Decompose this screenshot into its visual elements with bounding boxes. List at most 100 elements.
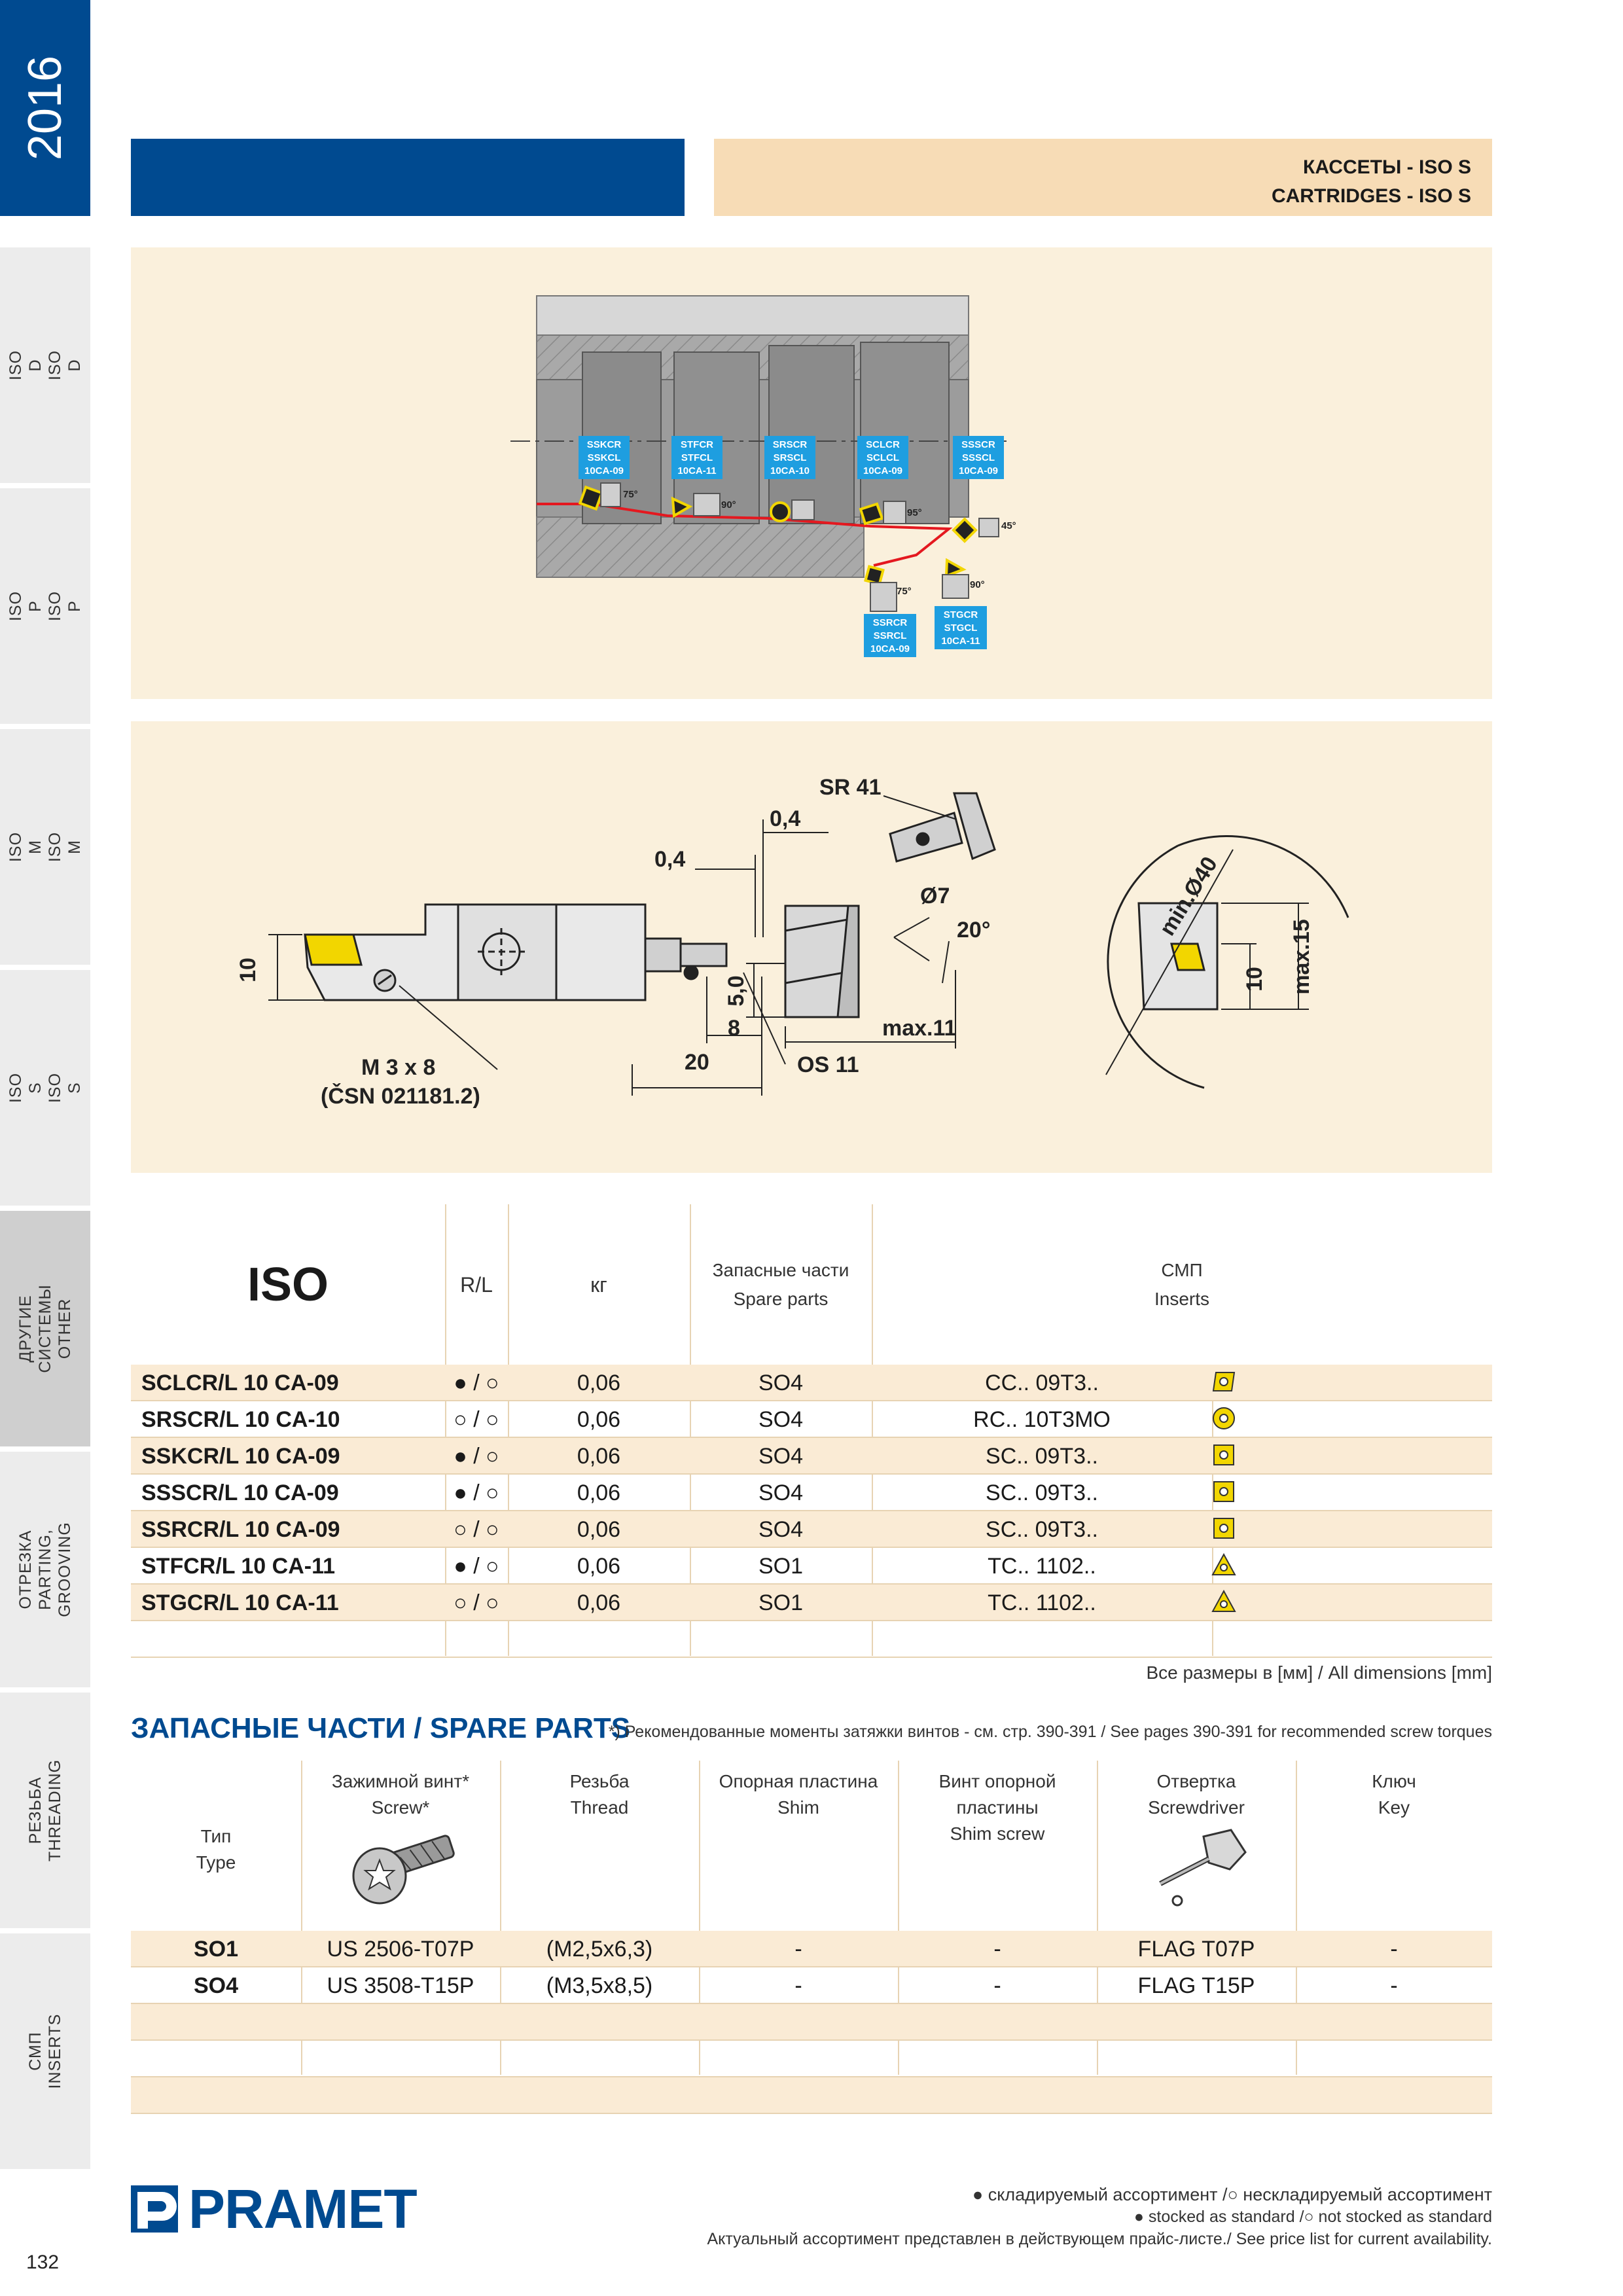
boring-bar-drawing: SSKCR SSKCL 10CA-09 STFCR STFCL 10CA-11 … (510, 295, 1016, 657)
dim-h10b: 10 (1242, 967, 1267, 992)
cell-rl: ● / ○ (454, 1371, 499, 1395)
cell-insert: SC.. 09T3.. (986, 1480, 1098, 1505)
side-tab-iso-p[interactable]: ISO P ISO P (0, 488, 90, 724)
header-title-box: КАССЕТЫ - ISO S CARTRIDGES - ISO S (714, 139, 1492, 216)
page-title-en: CARTRIDGES - ISO S (1271, 185, 1471, 207)
spare-cell-shim: - (794, 1973, 802, 1998)
angle-label: 95° (907, 507, 922, 518)
sp-col-shim-screw-ru: Винт опорной пластины (938, 1771, 1056, 1818)
sp-col-thread-en: Thread (570, 1797, 629, 1818)
cell-spare-parts: SO4 (758, 1517, 804, 1542)
sp-col-screw-ru: Зажимной винт* (331, 1771, 470, 1791)
cart-label-line: SSSCR (961, 439, 995, 450)
spare-cell-key: - (1390, 1973, 1398, 1998)
spare-cell-driver: FLAG T07P (1137, 1937, 1255, 1962)
angle-label: 75° (623, 489, 638, 500)
spare-row-empty (131, 2004, 1492, 2041)
cell-insert: TC.. 1102.. (988, 1590, 1096, 1615)
logo-wordmark: PRAMET (188, 2178, 418, 2240)
header-blue-bar (131, 139, 685, 216)
sp-col-key-ru: Ключ (1372, 1771, 1416, 1791)
cart-label-line: SSKCR (587, 439, 622, 450)
dim-screw: M 3 x 8 (361, 1055, 435, 1080)
col-header-inserts-ru: СМП (1161, 1259, 1203, 1280)
side-navigation: 2016 ISO D ISO D ISO P ISO P ISO M ISO M… (0, 0, 90, 2296)
col-header-spare-ru: Запасные части (712, 1259, 849, 1280)
year-label: 2016 (19, 55, 71, 161)
screw-icon (352, 1835, 455, 1905)
dim-sr: SR 41 (819, 775, 882, 800)
angle-label: 90° (721, 499, 736, 511)
spare-cell-thread: (M2,5x6,3) (546, 1937, 653, 1962)
spare-cell-screw: US 3508-T15P (327, 1973, 474, 1998)
cart-label-line: SSKCL (588, 452, 621, 463)
cell-spare-parts: SO4 (758, 1407, 804, 1432)
cell-insert: CC.. 09T3.. (985, 1371, 1099, 1395)
sp-col-shim-screw-en: Shim screw (950, 1823, 1045, 1844)
dimensions-note: Все размеры в [мм] / All dimensions [mm] (1146, 1662, 1492, 1683)
cell-spare-parts: SO4 (758, 1444, 804, 1469)
sp-col-thread-ru: Резьба (569, 1771, 630, 1791)
side-tab-parting-grooving[interactable]: ОТРЕЗКА PARTING, GROOVING (0, 1452, 90, 1687)
cell-insert: RC.. 10T3MO (973, 1407, 1111, 1432)
spare-cell-shim-screw: - (993, 1937, 1001, 1962)
cell-code: SSSCR/L 10 CA-09 (141, 1480, 339, 1505)
dim-wrench: OS 11 (797, 1052, 859, 1077)
sp-col-driver-ru: Отвертка (1156, 1771, 1236, 1791)
cell-insert: SC.. 09T3.. (986, 1444, 1098, 1469)
sp-col-shim-screw: Винт опорной пластины Shim screw (898, 1761, 1097, 1931)
year-tab: 2016 (0, 0, 90, 216)
spare-cell-type: SO4 (193, 1973, 239, 1998)
insert-triangle-icon (1191, 1548, 1257, 1583)
cart-label-line: SSRCR (873, 617, 908, 628)
spare-cell-shim-screw: - (993, 1973, 1001, 1998)
cell-code: SCLCR/L 10 CA-09 (141, 1371, 339, 1395)
cell-code: SRSCR/L 10 CA-10 (141, 1407, 340, 1432)
pramet-logo: PRAMET (131, 2178, 418, 2240)
side-tab-threading[interactable]: РЕЗЬБА THREADING (0, 1693, 90, 1928)
sp-col-shim-en: Shim (777, 1797, 819, 1818)
insert-rhombus-icon (1191, 1365, 1257, 1400)
sp-col-screw-en: Screw* (371, 1797, 430, 1818)
sp-col-screwdriver: Отвертка Screwdriver (1097, 1761, 1296, 1931)
cart-label-line: 10CA-09 (870, 643, 910, 655)
spare-cell-thread: (M3,5x8,5) (546, 1973, 653, 1998)
side-tab-iso-s[interactable]: ISO S ISO S (0, 970, 90, 1206)
side-tab-label: ISO S ISO S (7, 1072, 84, 1103)
col-header-spare-en: Spare parts (733, 1288, 829, 1309)
insert-round-icon (1191, 1401, 1257, 1437)
cell-weight: 0,06 (577, 1554, 621, 1579)
cell-rl: ○ / ○ (454, 1517, 499, 1542)
cart-label-line: STGCR (944, 609, 978, 620)
side-tab-label: ISO P ISO P (7, 590, 84, 622)
cell-rl: ○ / ○ (454, 1407, 499, 1432)
spare-cell-screw: US 2506-T07P (327, 1937, 474, 1962)
dim-max11: max.11 (882, 1016, 956, 1041)
cartridges-figure: SSKCR SSKCL 10CA-09 STFCR STFCL 10CA-11 … (131, 247, 1492, 699)
angle-label: 45° (1001, 520, 1016, 531)
spare-parts-title: ЗАПАСНЫЕ ЧАСТИ / SPARE PARTS (131, 1712, 631, 1744)
dim-h5: 5,0 (724, 975, 749, 1006)
side-tab-label: ДРУГИЕ СИСТЕМЫ OTHER (16, 1284, 74, 1373)
side-tab-other[interactable]: ДРУГИЕ СИСТЕМЫ OTHER (0, 1211, 90, 1446)
side-tab-inserts[interactable]: СМП INSERTS (0, 1933, 90, 2169)
dim-height: 10 (236, 958, 260, 982)
cart-label-line: STFCR (681, 439, 713, 450)
cell-insert: TC.. 1102.. (988, 1554, 1096, 1579)
screwdriver-icon (1159, 1829, 1247, 1907)
side-tab-iso-d[interactable]: ISO D ISO D (0, 247, 90, 483)
cart-label-line: SSRCL (874, 630, 907, 641)
cart-label-line: 10CA-11 (941, 636, 980, 647)
col-header-iso: ISO (247, 1258, 329, 1311)
dim-offset: 8 (728, 1016, 740, 1041)
cart-label-line: 10CA-09 (584, 465, 624, 476)
cell-spare-parts: SO4 (758, 1371, 804, 1395)
cart-label-line: SRSCL (774, 452, 807, 463)
cell-code: SSKCR/L 10 CA-09 (141, 1444, 340, 1469)
sp-col-type-ru: Тип (200, 1826, 232, 1846)
col-header-rl: R/L (460, 1272, 493, 1297)
spare-row-empty (131, 2077, 1492, 2114)
side-tab-iso-m[interactable]: ISO M ISO M (0, 729, 90, 965)
cart-label-line: STGCL (944, 622, 978, 634)
